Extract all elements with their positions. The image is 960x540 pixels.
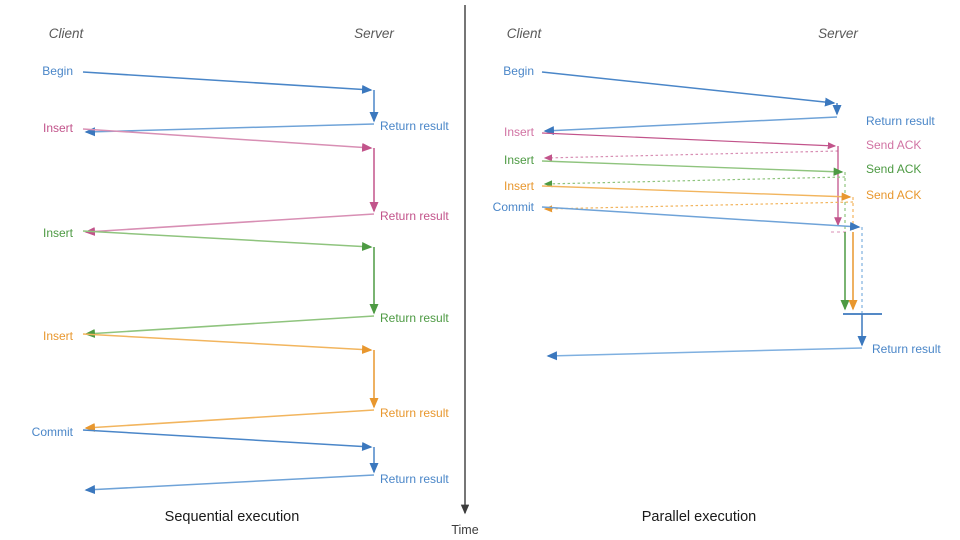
- response-arrow-commit-parallel: [546, 347, 863, 361]
- message-label-commit-sequential: Commit: [32, 425, 74, 439]
- exchange-commit-sequential: [82, 429, 379, 495]
- message-label-insert-3-parallel: Insert: [504, 179, 535, 193]
- return-label-commit-parallel: Return result: [872, 342, 941, 356]
- request-arrow-insert-2: [82, 230, 373, 251]
- ack-label-insert-1-parallel: Send ACK: [866, 138, 921, 152]
- panel-sequential: Client Server: [32, 26, 450, 525]
- exchange-insert-3-parallel: [541, 185, 858, 311]
- actor-label-client-sequential: Client: [49, 26, 85, 41]
- time-axis-label: Time: [451, 523, 478, 537]
- exchange-insert-2-sequential: [82, 230, 379, 338]
- exchange-insert-3-sequential: [82, 333, 379, 432]
- panel-caption-parallel: Parallel execution: [642, 509, 756, 525]
- request-arrow-commit-parallel: [541, 206, 861, 231]
- return-label-begin-sequential: Return result: [380, 119, 449, 133]
- exchange-insert-1-sequential: [82, 128, 379, 236]
- return-label-insert-3-sequential: Return result: [380, 406, 449, 420]
- actor-label-client-parallel: Client: [507, 26, 543, 41]
- ack-arrow-insert-2-parallel: [543, 176, 846, 188]
- exchange-begin-parallel: [541, 71, 842, 136]
- actor-label-server-parallel: Server: [818, 26, 858, 41]
- exchange-commit-parallel: [541, 206, 882, 361]
- return-label-begin-parallel: Return result: [866, 114, 935, 128]
- request-arrow-insert-1: [82, 128, 373, 152]
- exchange-begin-sequential: [82, 71, 379, 137]
- time-axis-divider: Time: [451, 5, 479, 537]
- request-arrow-begin: [82, 71, 373, 94]
- request-arrow-commit: [82, 429, 373, 451]
- message-label-insert-1-sequential: Insert: [43, 121, 74, 135]
- message-label-insert-2-parallel: Insert: [504, 153, 535, 167]
- message-label-begin-sequential: Begin: [42, 64, 73, 78]
- exchange-insert-2-parallel: [541, 160, 850, 311]
- response-arrow-insert-3: [84, 409, 375, 432]
- message-label-begin-parallel: Begin: [503, 64, 534, 78]
- request-arrow-insert-3: [82, 333, 373, 354]
- request-arrow-begin-parallel: [541, 71, 836, 107]
- panel-caption-sequential: Sequential execution: [165, 509, 300, 525]
- response-arrow-begin-parallel: [543, 116, 838, 136]
- response-arrow-commit: [84, 474, 375, 495]
- message-label-insert-2-sequential: Insert: [43, 226, 74, 240]
- request-arrow-insert-3-parallel: [541, 185, 852, 201]
- response-arrow-begin: [84, 123, 375, 137]
- response-arrow-insert-2: [84, 315, 375, 338]
- message-label-insert-1-parallel: Insert: [504, 125, 535, 139]
- request-arrow-insert-1-parallel: [541, 132, 837, 150]
- ack-arrow-insert-1-parallel: [543, 150, 839, 162]
- return-label-commit-sequential: Return result: [380, 472, 449, 486]
- ack-label-insert-2-parallel: Send ACK: [866, 162, 921, 176]
- ack-arrow-insert-3-parallel: [543, 201, 854, 213]
- actor-label-server-sequential: Server: [354, 26, 394, 41]
- ack-label-insert-3-parallel: Send ACK: [866, 188, 921, 202]
- response-arrow-insert-1: [84, 213, 375, 236]
- return-label-insert-1-sequential: Return result: [380, 209, 449, 223]
- request-arrow-insert-2-parallel: [541, 160, 844, 176]
- return-label-insert-2-sequential: Return result: [380, 311, 449, 325]
- panel-parallel: Client Server: [493, 26, 942, 525]
- message-label-commit-parallel: Commit: [493, 200, 535, 214]
- message-label-insert-3-sequential: Insert: [43, 329, 74, 343]
